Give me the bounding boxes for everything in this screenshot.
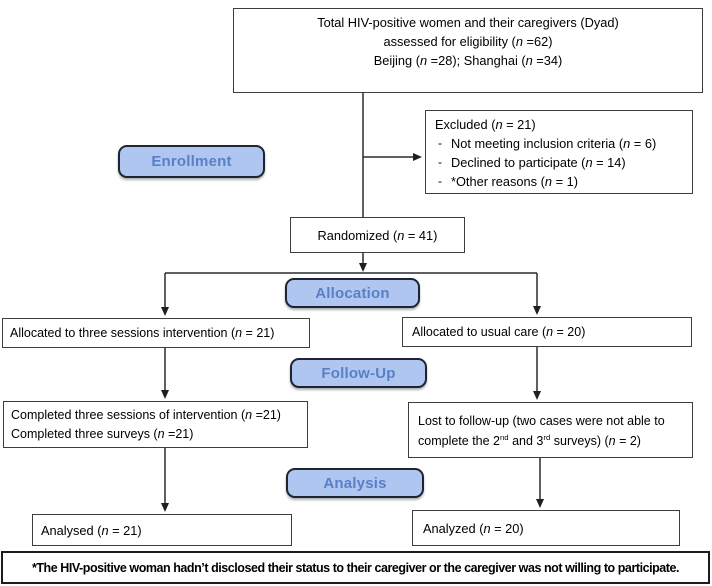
excluded-item: - Declined to participate (n = 14) [435, 153, 686, 172]
followup-usual-care-box: Lost to follow-up (two cases were not ab… [408, 402, 693, 458]
stage-label-analysis: Analysis [286, 468, 424, 498]
eligibility-box: Total HIV-positive women and their careg… [233, 8, 703, 93]
allocation-usual-care-text: Allocated to usual care (n = 20) [412, 324, 586, 339]
analyzed-usual-care-box: Analyzed (n = 20) [412, 510, 680, 546]
analysed-intervention-box: Analysed (n = 21) [32, 514, 292, 546]
randomized-text: Randomized (n = 41) [317, 227, 438, 243]
stage-label-enrollment: Enrollment [118, 145, 265, 178]
eligibility-line-3: Beijing (n =28); Shanghai (n =34) [373, 53, 563, 68]
analyzed-usual-care-text: Analyzed (n = 20) [423, 520, 524, 536]
followup-intervention-box: Completed three sessions of intervention… [3, 401, 308, 448]
bullet-dash-icon: - [438, 136, 442, 150]
footnote-box: *The HIV-positive woman hadn’t disclosed… [1, 551, 710, 584]
excluded-title: Excluded (n = 21) [435, 117, 536, 132]
eligibility-line-2: assessed for eligibility (n =62) [383, 34, 553, 49]
followup-intervention-line-2: Completed three surveys (n =21) [11, 427, 194, 441]
stage-label-enrollment-text: Enrollment [151, 153, 232, 170]
excluded-item: - Not meeting inclusion criteria (n = 6) [435, 134, 686, 153]
followup-intervention-line-1: Completed three sessions of intervention… [11, 408, 281, 422]
followup-usual-care-line-1: Lost to follow-up (two cases were not ab… [418, 414, 665, 428]
excluded-box: Excluded (n = 21) - Not meeting inclusio… [425, 110, 693, 194]
analysed-intervention-text: Analysed (n = 21) [41, 522, 142, 538]
allocation-intervention-text: Allocated to three sessions intervention… [10, 325, 275, 340]
allocation-intervention-box: Allocated to three sessions intervention… [2, 318, 310, 348]
excluded-item-text: Declined to participate (n = 14) [451, 155, 626, 170]
bullet-dash-icon: - [438, 155, 442, 169]
bullet-dash-icon: - [438, 174, 442, 188]
stage-label-analysis-text: Analysis [323, 474, 387, 492]
randomized-box: Randomized (n = 41) [290, 217, 465, 253]
stage-label-followup: Follow-Up [290, 358, 427, 388]
footnote-text: *The HIV-positive woman hadn’t disclosed… [31, 560, 680, 575]
stage-label-allocation: Allocation [285, 278, 420, 308]
stage-label-followup-text: Follow-Up [321, 364, 396, 382]
stage-label-allocation-text: Allocation [315, 284, 390, 302]
excluded-item: - *Other reasons (n = 1) [435, 172, 686, 191]
excluded-item-text: *Other reasons (n = 1) [451, 174, 578, 189]
followup-usual-care-line-2: complete the 2nd and 3rd surveys) (n = 2… [418, 432, 641, 448]
eligibility-line-1: Total HIV-positive women and their careg… [317, 15, 619, 30]
excluded-item-text: Not meeting inclusion criteria (n = 6) [451, 136, 657, 151]
allocation-usual-care-box: Allocated to usual care (n = 20) [402, 317, 692, 347]
